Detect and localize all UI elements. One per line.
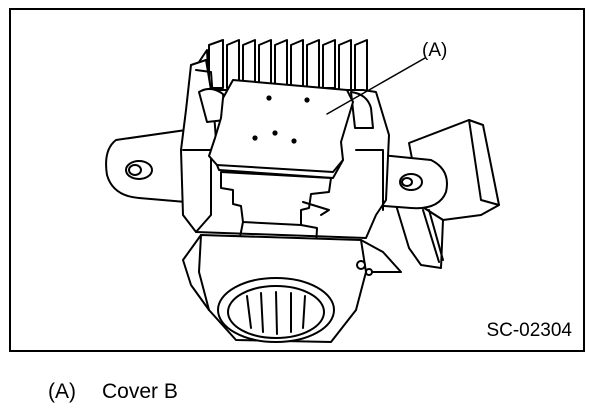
callout-leader-line	[326, 57, 426, 115]
legend-item: (A) Cover B	[48, 380, 178, 404]
legend-label: Cover B	[102, 380, 178, 403]
relay-unit-illustration	[105, 39, 500, 343]
figure-id: SC-02304	[486, 320, 572, 341]
callout-label-a: (A)	[422, 40, 448, 61]
figure-frame: (A) SC-02304	[9, 8, 585, 352]
cover-b	[208, 79, 354, 179]
mounting-flange	[105, 129, 448, 210]
lower-connector	[182, 234, 402, 343]
legend-key: (A)	[48, 380, 76, 403]
cooling-fins	[196, 39, 368, 93]
